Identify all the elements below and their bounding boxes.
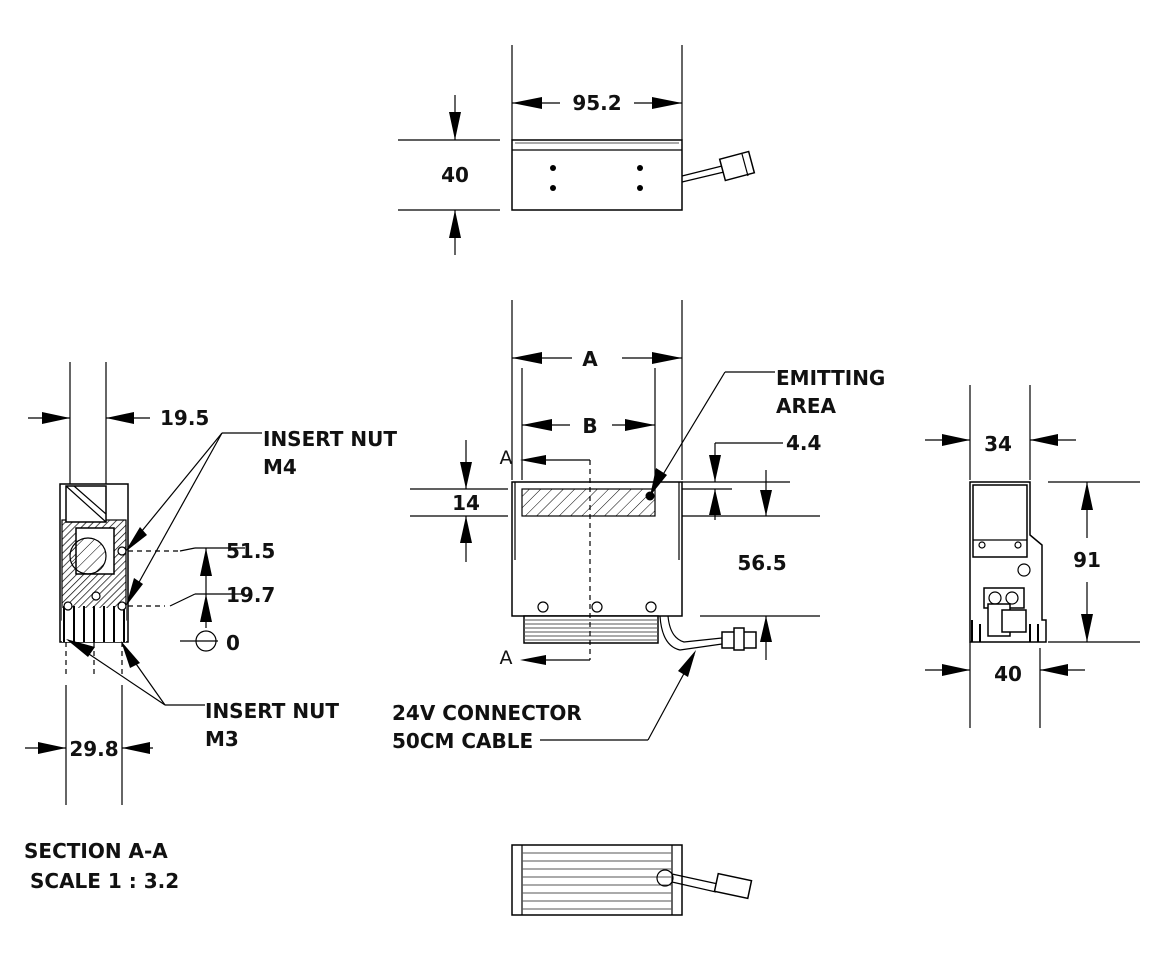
callout-m3-line2: M3 <box>205 727 239 751</box>
side-top-width-dim: 34 <box>984 432 1012 456</box>
section-marker-bottom: A <box>500 647 513 669</box>
dim-b: B <box>582 414 597 438</box>
front-view: A B A A <box>392 300 885 753</box>
side-bottom-width-dim: 40 <box>994 662 1022 686</box>
dim-height: 56.5 <box>737 551 786 575</box>
side-view: 34 91 40 <box>925 385 1140 728</box>
dim-zero: 0 <box>226 631 240 655</box>
dim-emitting-height: 14 <box>452 491 480 515</box>
side-height-dim: 91 <box>1073 548 1101 572</box>
callout-m4-line2: M4 <box>263 455 297 479</box>
callout-m3-line1: INSERT NUT <box>205 699 339 723</box>
callout-emitting-line1: EMITTING <box>776 366 885 390</box>
section-bottom-width-dim: 29.8 <box>69 737 118 761</box>
section-view: 19.5 <box>24 362 397 893</box>
top-view: 95.2 40 <box>398 45 756 255</box>
section-top-width-dim: 19.5 <box>160 406 209 430</box>
section-marker-top: A <box>500 447 513 469</box>
top-view-body <box>511 139 683 211</box>
dim-19-7: 19.7 <box>226 583 275 607</box>
dim-51-5: 51.5 <box>226 539 275 563</box>
bottom-view <box>511 844 753 916</box>
section-title: SECTION A-A <box>24 839 168 863</box>
callout-emitting-line2: AREA <box>776 394 837 418</box>
section-scale: SCALE 1 : 3.2 <box>30 869 179 893</box>
emitting-area <box>521 488 656 517</box>
callout-m4-line1: INSERT NUT <box>263 427 397 451</box>
top-height-dim: 40 <box>441 163 469 187</box>
dim-offset: 4.4 <box>786 431 821 455</box>
callout-connector-line1: 24V CONNECTOR <box>392 701 582 725</box>
dim-a: A <box>582 347 598 371</box>
callout-connector-line2: 50CM CABLE <box>392 729 533 753</box>
top-width-dim: 95.2 <box>572 91 621 115</box>
